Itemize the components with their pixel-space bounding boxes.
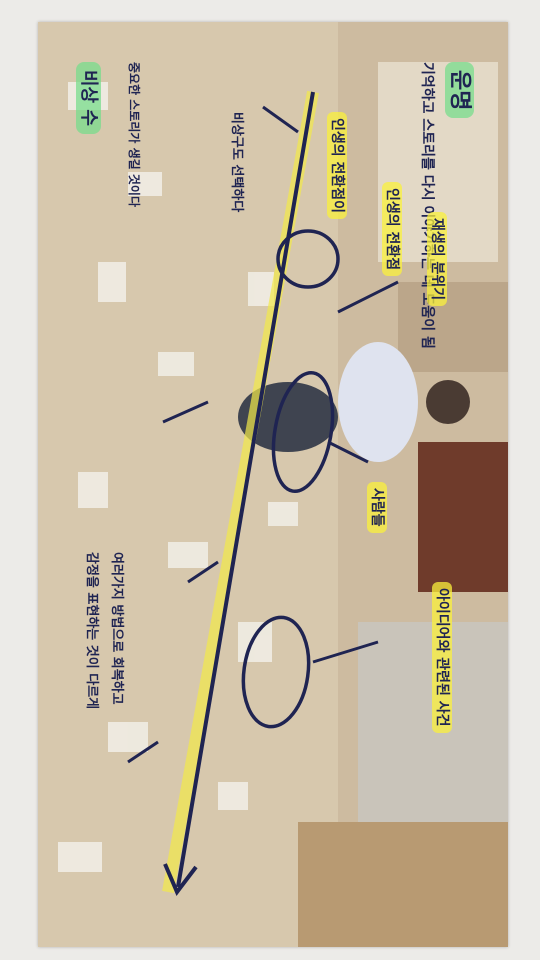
background-photo — [38, 22, 508, 947]
person — [338, 342, 418, 462]
character-note-2: 중요한 스토리가 생길 것이다 — [127, 62, 141, 208]
circle1-label: 재생의 분위기 — [427, 212, 447, 307]
annotation-stage: 운명 기억하고 스토리를 다시 이야기하는 데 도움이 됨 인생의 전환점 인생… — [38, 22, 508, 947]
annotations-overlay — [127, 90, 399, 896]
circle-small — [276, 229, 340, 289]
timeline-arrowhead — [163, 863, 198, 896]
left-note-2: 감정을 표현하는 것이 다르게 — [84, 552, 99, 710]
timeline-label: 비상구도 선택하다 — [229, 112, 244, 213]
circle-right — [241, 615, 311, 729]
left-heading: 비상 수 — [76, 62, 101, 134]
character-note-1: 인생의 전환점이 — [327, 112, 347, 220]
character-heading: 인생의 전환점 — [382, 182, 402, 277]
people-label: 사람들 — [367, 482, 387, 533]
title-text: 운명 — [445, 62, 474, 119]
left-note-1: 여러가지 방법으로 회복하고 — [109, 552, 124, 705]
right-label: 아이디어와 관련된 사건 — [432, 582, 452, 733]
circle-center — [271, 370, 335, 494]
timeline-arrow — [176, 91, 315, 888]
hand-truck — [418, 442, 508, 592]
photo-page: 운명 기억하고 스토리를 다시 이야기하는 데 도움이 됨 인생의 전환점 인생… — [38, 22, 508, 947]
